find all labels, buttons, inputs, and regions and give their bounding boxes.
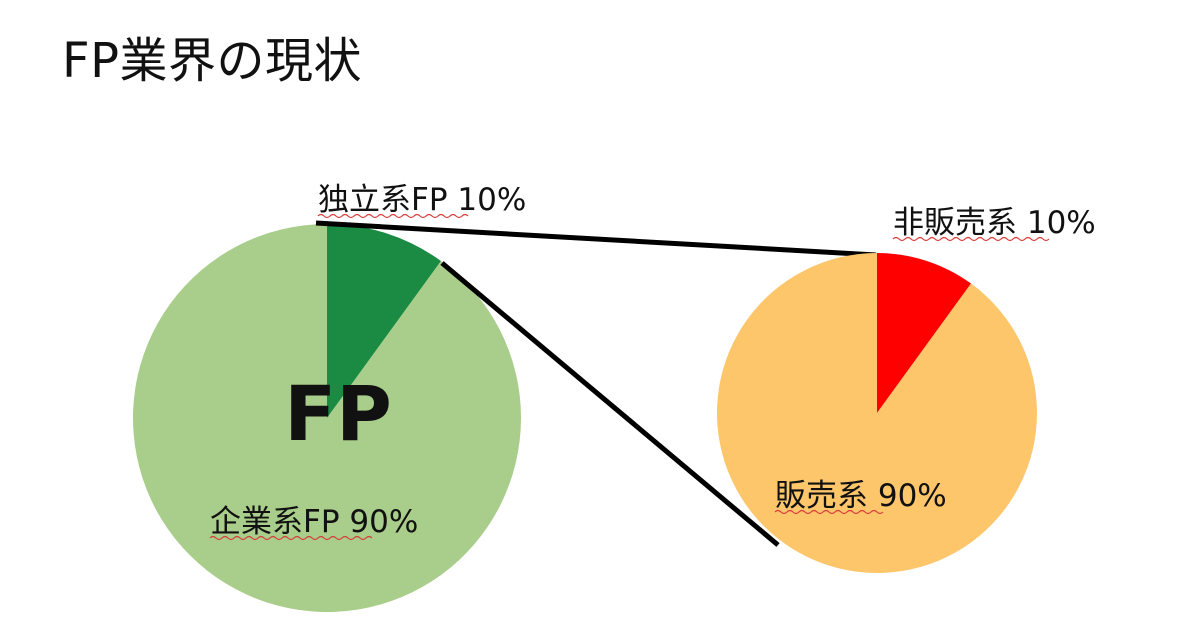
spellcheck-underline [892, 236, 1050, 242]
right-pie: 非販売系 10% 販売系 90% [717, 205, 1096, 573]
pie-slice-non-sales [877, 253, 972, 413]
left-pie-center-label: FP [284, 369, 392, 458]
slice-label-independent-fp: 独立系FP 10% [318, 182, 526, 218]
pie-slice-corporate-fp [133, 224, 522, 612]
slice-label-corporate-fp: 企業系FP 90% [210, 504, 418, 540]
spellcheck-underline [774, 509, 884, 515]
slide-title: FP業界の現状 [62, 33, 363, 89]
left-pie: FP 独立系FP 10% 企業系FP 90% [133, 182, 526, 612]
pie-slice-sales [717, 253, 1038, 573]
slice-label-sales: 販売系 90% [775, 478, 947, 514]
spellcheck-underline [317, 213, 469, 219]
connector-line-bottom [440, 261, 780, 547]
slice-label-non-sales: 非販売系 10% [893, 205, 1096, 241]
connector-line-top [315, 220, 877, 258]
spellcheck-underline [209, 535, 373, 541]
pie-slice-independent-fp [327, 224, 442, 418]
